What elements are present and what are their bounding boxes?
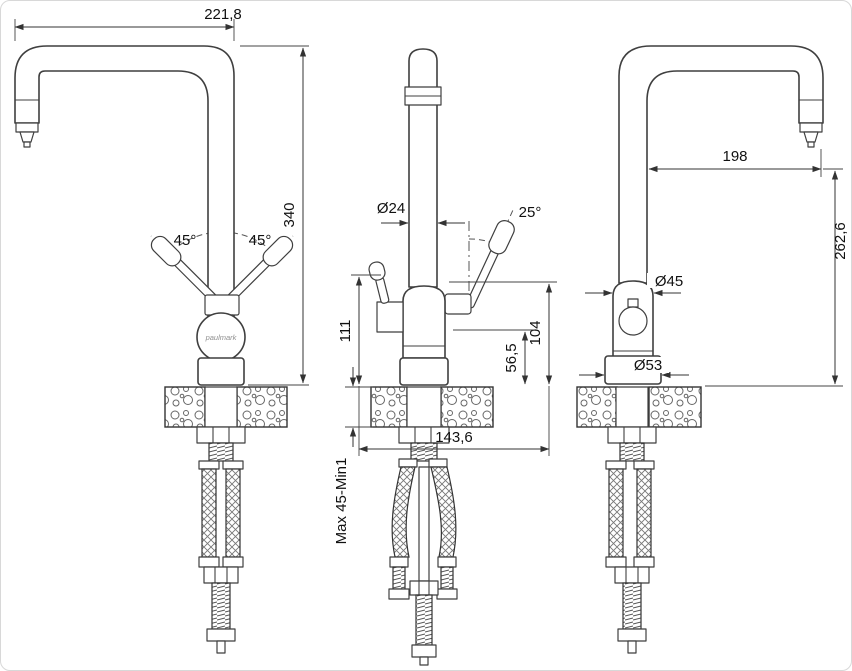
label-underlay: [647, 273, 691, 288]
hose-thread: [440, 566, 454, 590]
angle-arc-25: [468, 238, 499, 246]
dim-angle-right: 45°: [249, 232, 272, 249]
dim-reach: 198: [722, 148, 747, 165]
dim-height: 340: [281, 202, 298, 227]
mounting-shank: [615, 386, 649, 428]
threaded-shank: [619, 442, 645, 462]
hose-ferrule: [605, 556, 627, 568]
hose-ferrule: [437, 556, 457, 568]
counter-block: [370, 386, 408, 428]
faucet-body-front: [402, 285, 446, 359]
brand-logo: paulmark: [205, 333, 238, 342]
threaded-shank: [410, 442, 438, 462]
dim-spout-diameter: Ø24: [377, 200, 405, 217]
countertop-left: [164, 386, 288, 428]
handle-collar: [204, 294, 240, 316]
dim-spread-width: 143,6: [435, 429, 473, 446]
dim-base-diameter: Ø53: [634, 357, 662, 374]
counter-block: [164, 386, 206, 428]
braided-hose: [636, 468, 652, 558]
hex-nut: [206, 628, 236, 642]
hex-nut: [617, 628, 647, 642]
dim-lever-height: 111: [337, 320, 354, 343]
hose-ferrule: [222, 460, 244, 470]
handle-hub: [444, 293, 472, 315]
knob-stub: [627, 298, 639, 308]
hose-nut: [388, 588, 410, 600]
hose-nut: [436, 588, 458, 600]
body-knob: [618, 306, 648, 336]
braided-hose: [391, 466, 416, 558]
counter-block: [576, 386, 618, 428]
threaded-stud: [622, 582, 642, 630]
threaded-shank: [208, 442, 234, 462]
mounting-nut: [196, 426, 246, 444]
countertop-right: [576, 386, 702, 428]
counter-block: [440, 386, 494, 428]
hose-ferrule: [198, 556, 220, 568]
hex-fitting: [203, 566, 239, 584]
faucet-body-left: paulmark: [196, 294, 246, 386]
hose-ferrule: [389, 556, 409, 568]
view-left-profile: paulmark: [14, 6, 309, 654]
stud-tip: [627, 640, 637, 654]
counter-block: [236, 386, 288, 428]
braided-hose: [608, 468, 624, 558]
threaded-stud: [415, 594, 433, 646]
dim-outlet-height: 56,5: [503, 343, 520, 372]
dim-spout-height: 262,6: [832, 222, 849, 260]
mounting-shank: [204, 386, 238, 428]
hose-ferrule: [398, 458, 418, 468]
under-mount-front: [388, 426, 458, 666]
mounting-shank: [406, 386, 442, 428]
base-flange-front: [399, 357, 449, 386]
hex-fitting: [614, 566, 650, 584]
counter-block: [648, 386, 702, 428]
aerator-right: [799, 122, 823, 148]
mounting-nut: [607, 426, 657, 444]
hose-ferrule: [428, 458, 448, 468]
dims-right: 198 262,6 Ø45 Ø53: [579, 148, 849, 387]
spout-left: [14, 45, 235, 364]
hose-ferrule: [633, 556, 655, 568]
hose-ferrule: [222, 556, 244, 568]
dim-mounting-thickness: Max 45-Min1: [333, 458, 350, 545]
countertop-front: [370, 386, 494, 428]
stud-tip: [216, 640, 226, 654]
hose-ferrule: [633, 460, 655, 470]
braided-hose: [201, 468, 217, 558]
under-mount-right: [605, 426, 657, 654]
under-mount-left: [196, 426, 246, 654]
view-right-profile: 198 262,6 Ø45 Ø53: [576, 45, 849, 654]
threaded-stud: [211, 582, 231, 630]
filter-valve: [376, 301, 404, 333]
filter-lever: [368, 261, 390, 304]
dim-handle-angle: 25°: [519, 204, 542, 221]
dim-body-diameter: Ø45: [655, 273, 683, 290]
hex-nut: [411, 644, 437, 658]
dims-left: 221,8 340 45° 45°: [14, 6, 309, 386]
spout-front: [408, 48, 438, 288]
braided-hose: [430, 466, 457, 558]
view-front: Ø24 25° 111 104 56,5 143,6 Max 45-Min1: [333, 48, 557, 666]
hose-ferrule: [198, 460, 220, 470]
handle-25: [465, 220, 515, 309]
dim-angle-left: 45°: [174, 232, 197, 249]
braided-hose: [225, 468, 241, 558]
base-flange-left: [197, 357, 245, 386]
center-stud: [418, 466, 430, 582]
dims-front: Ø24 25° 111 104 56,5 143,6 Max 45-Min1: [333, 200, 557, 544]
hose-thread: [392, 566, 406, 590]
stud-tip: [419, 656, 429, 666]
label-underlay: [627, 357, 669, 373]
hose-ferrule: [605, 460, 627, 470]
dim-width-top: 221,8: [204, 6, 242, 23]
hex-fitting: [409, 580, 439, 596]
aerator-left: [15, 122, 39, 148]
spout-right: [618, 45, 824, 284]
dim-body-height: 104: [527, 320, 544, 345]
